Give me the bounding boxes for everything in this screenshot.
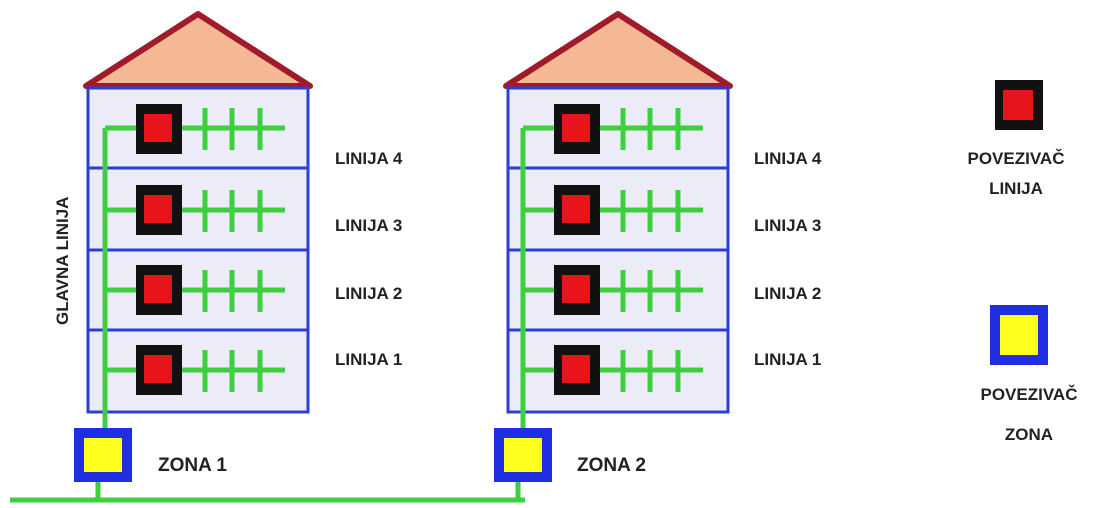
line-coupler-icon [554, 185, 600, 235]
zone-coupler-icon [990, 305, 1048, 365]
line-label: LINIJA 3 [335, 216, 402, 235]
line-1-bus [105, 350, 285, 392]
line-coupler-icon [554, 265, 600, 315]
main-line-label: GLAVNA LINIJA [53, 197, 72, 325]
legend-line-coupler-label: POVEZIVAČ [968, 149, 1065, 168]
legend-line-coupler-label: LINIJA [989, 179, 1043, 198]
line-3-bus [105, 190, 285, 232]
line-label: LINIJA 2 [335, 284, 402, 303]
line-coupler-icon [136, 104, 182, 154]
line-coupler-icon [136, 185, 182, 235]
floors [506, 86, 730, 414]
zone-label: ZONA 2 [577, 455, 646, 476]
line-3-bus [523, 190, 703, 232]
roof [503, 11, 733, 89]
line-label: LINIJA 1 [754, 350, 821, 369]
line-coupler-icon [554, 345, 600, 395]
line-2-bus [523, 270, 703, 312]
line-4-bus [523, 108, 703, 150]
line-1-bus [523, 350, 703, 392]
line-label: LINIJA 4 [754, 149, 822, 168]
roof [83, 11, 313, 89]
zone-coupler-icon [494, 428, 552, 482]
line-coupler-icon [554, 104, 600, 154]
line-coupler-icon [995, 80, 1043, 130]
line-label: LINIJA 4 [335, 149, 403, 168]
line-coupler-icon [136, 265, 182, 315]
zone-coupler-icon [74, 428, 132, 482]
line-coupler-icon [136, 345, 182, 395]
line-label: LINIJA 3 [754, 216, 821, 235]
building-zone-2: LINIJA 4 LINIJA 3 LINIJA 2 LINIJA 1 ZONA… [494, 11, 822, 500]
zone-label: ZONA 1 [158, 455, 227, 476]
line-2-bus [105, 270, 285, 312]
legend-zone-coupler-label: ZONA [1005, 425, 1053, 444]
line-label: LINIJA 2 [754, 284, 821, 303]
legend-zone-coupler-label: POVEZIVAČ [981, 385, 1078, 404]
line-label: LINIJA 1 [335, 350, 402, 369]
floors [86, 86, 310, 414]
building-zone-1: LINIJA 4 LINIJA 3 LINIJA 2 LINIJA 1 ZONA… [74, 11, 403, 500]
legend: POVEZIVAČ LINIJA POVEZIVAČ ZONA [968, 80, 1078, 444]
line-4-bus [105, 108, 285, 150]
